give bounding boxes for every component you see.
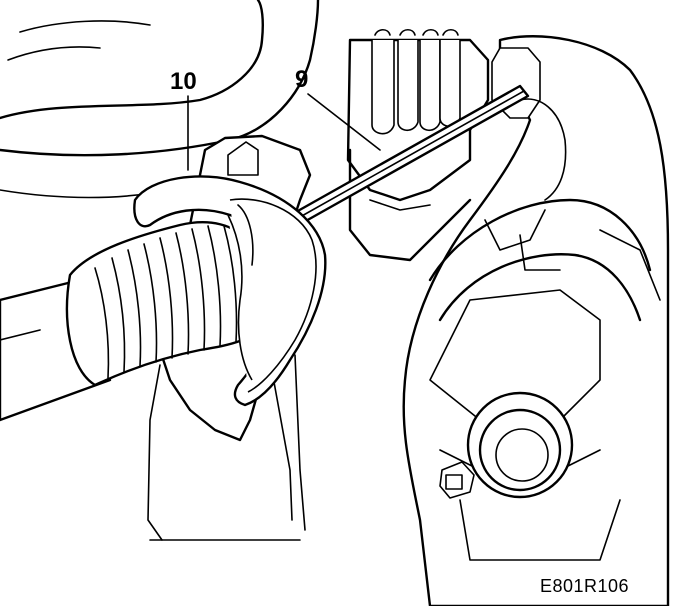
callout-label-10: 10 [170, 68, 197, 95]
callout-label-9: 9 [295, 66, 309, 93]
rubber-boot [133, 175, 327, 407]
gearbox-housing-arcs [0, 0, 320, 199]
figure-code: E801R106 [540, 576, 630, 596]
gearbox-right-housing [402, 35, 670, 606]
callout-leaders [187, 93, 381, 171]
connector-block [346, 28, 490, 262]
rubber-bellows [65, 221, 264, 387]
